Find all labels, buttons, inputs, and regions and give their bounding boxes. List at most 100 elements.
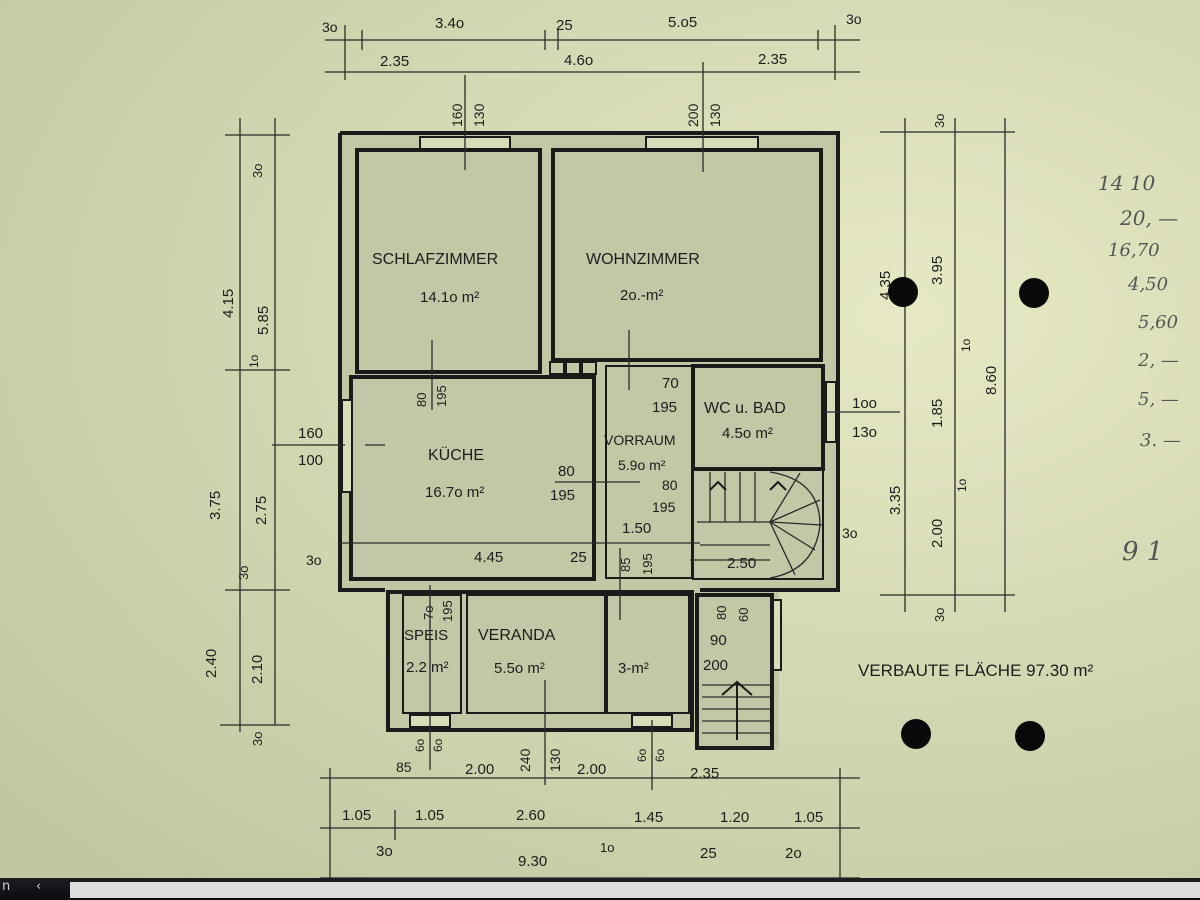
room-name-wc-bad: WC u. BAD [704, 400, 786, 417]
room-area-veranda: 5.5o m² [494, 660, 545, 677]
handwritten-note-9: 9 1 [1122, 537, 1163, 567]
dim-bottom-30: 3o [376, 843, 393, 860]
dim-top-505: 5.o5 [668, 14, 697, 31]
taskbar-strip [70, 882, 1200, 898]
handwritten-note-1: 14 10 [1098, 171, 1156, 195]
mark-sp-a: 7o [421, 606, 436, 620]
dim-left-585: 5.85 [255, 306, 272, 335]
mark-e-b: 60 [736, 608, 751, 622]
dim-left-415: 4.15 [220, 289, 237, 318]
dim-bottom-145: 1.45 [634, 809, 663, 826]
dim-top-235a: 2.35 [380, 53, 409, 70]
dim-bottom-930: 9.30 [518, 853, 547, 870]
top-dimensions: 3o 3.4o 25 5.o5 3o 2.35 4.6o 2.35 [322, 11, 862, 80]
mark-w1b: 130 [471, 103, 487, 127]
dim-bottom-60d: 6o [653, 748, 667, 762]
punch-holes [888, 277, 1049, 751]
mark-w1a: 160 [449, 103, 465, 127]
total-built-area: VERBAUTE FLÄCHE 97.30 m² [858, 661, 1094, 680]
dim-right-335: 3.35 [887, 486, 904, 515]
mark-st-b: 195 [640, 553, 655, 575]
mark-v1a: 70 [662, 375, 679, 392]
dim-top-460: 4.6o [564, 52, 593, 69]
dim-top-340: 3.4o [435, 15, 464, 32]
dim-bottom-120: 1.20 [720, 809, 749, 826]
dim-right-30: 3o [932, 114, 947, 128]
room-area-wohnzimmer: 2o.-m² [620, 287, 663, 304]
dim-top-30b: 3o [846, 11, 862, 27]
building-walls [338, 131, 840, 750]
dim-bottom-105a: 1.05 [342, 807, 371, 824]
dim-top-235b: 2.35 [758, 51, 787, 68]
dim-bottom-10: 1o [600, 840, 614, 855]
mark-w2b: 130 [707, 103, 723, 127]
dim-top-30a: 3o [322, 19, 338, 35]
mark-v1b: 195 [652, 399, 677, 416]
dim-bottom-105c: 1.05 [794, 809, 823, 826]
mark-wc-b: 13o [852, 424, 877, 441]
left-dimensions: 3o 4.15 5.85 1o 3.75 2.75 3o 2.40 2.10 3… [203, 118, 290, 746]
mark-st-a: 85 [618, 558, 633, 572]
room-name-kueche: KÜCHE [428, 446, 484, 464]
room-area-kueche: 16.7o m² [425, 484, 484, 501]
handwritten-notes: 14 10 20, — 16,70 4,50 5,60 2, — 5, — 3.… [1098, 171, 1181, 567]
dim-bottom-60a: 6o [413, 738, 427, 752]
dim-bottom-130: 130 [547, 748, 563, 772]
dim-right-860: 8.60 [983, 366, 1000, 395]
room-area-speis: 2.2 m² [406, 659, 449, 676]
opening-marks: 160 130 200 130 80 195 80 195 70 195 80 … [272, 62, 900, 790]
mark-st250: 2.50 [727, 555, 756, 572]
mark-v150: 1.50 [622, 520, 651, 537]
dim-bottom-260: 2.60 [516, 807, 545, 824]
dim-bottom-235: 2.35 [690, 765, 719, 782]
room-name-veranda: VERANDA [478, 627, 556, 644]
room-area-schlafzimmer: 14.1o m² [420, 289, 479, 306]
room-name-wohnzimmer: WOHNZIMMER [586, 251, 700, 268]
chevron-left-icon[interactable]: ‹ [36, 879, 42, 894]
room-name-vorraum: VORRAUM [604, 432, 676, 448]
dim-bottom-20: 2o [785, 845, 802, 862]
mark-kwin-a: 160 [298, 425, 323, 442]
dim-bottom-60b: 6o [431, 738, 445, 752]
room-name-speis: SPEIS [404, 627, 448, 644]
dim-left-240: 2.40 [203, 649, 220, 678]
dim-left-30c: 3o [250, 732, 265, 746]
mark-e90: 90 [710, 632, 727, 649]
dim-bottom-200b: 2.00 [577, 761, 606, 778]
handwritten-note-4: 4,50 [1127, 274, 1168, 295]
mark-k25: 25 [570, 549, 587, 566]
dim-right-30b: 3o [932, 608, 947, 622]
dim-right-395: 3.95 [929, 256, 946, 285]
dim-right-10b: 1o [955, 478, 969, 492]
mark-v2a: 80 [662, 477, 678, 493]
dim-right-185: 1.85 [929, 399, 946, 428]
dim-bottom-200a: 2.00 [465, 761, 494, 778]
mark-e200: 200 [703, 657, 728, 674]
dim-bottom-25: 25 [700, 845, 717, 862]
mark-kwin-b: 100 [298, 452, 323, 469]
dim-right-10a: 1o [959, 338, 973, 352]
mark-sp-b: 195 [440, 600, 455, 622]
room-area-wc-bad: 4.5o m² [722, 425, 773, 442]
mark-v2b: 195 [652, 499, 676, 515]
mark-r30: 3o [842, 525, 858, 541]
right-dimensions: 3o 3.95 4.35 1o 1.85 8.60 3.35 1o 2.00 3… [877, 114, 1015, 622]
bottom-dimensions: 6o 6o 85 2.00 240 130 2.00 6o 6o 2.35 1.… [320, 738, 860, 880]
interior-staircase [690, 471, 823, 579]
room-area-vorraum: 5.9o m² [618, 457, 666, 473]
os-taskbar: n ‹ [0, 878, 1200, 900]
mark-kd-a: 80 [558, 463, 575, 480]
dim-left-30: 3o [250, 164, 265, 178]
dim-left-375: 3.75 [207, 491, 224, 520]
dim-left-10: 1o [247, 354, 261, 368]
mark-wc-a: 1oo [852, 395, 877, 412]
handwritten-note-3: 16,70 [1108, 240, 1160, 261]
mark-k30: 3o [306, 552, 322, 568]
handwritten-note-8: 3. — [1140, 430, 1181, 451]
mark-k1a: 80 [414, 393, 429, 407]
dim-left-275: 2.75 [253, 496, 270, 525]
handwritten-note-5: 5,60 [1138, 312, 1178, 333]
handwritten-note-6: 2, — [1137, 350, 1179, 371]
dim-right-200: 2.00 [929, 519, 946, 548]
